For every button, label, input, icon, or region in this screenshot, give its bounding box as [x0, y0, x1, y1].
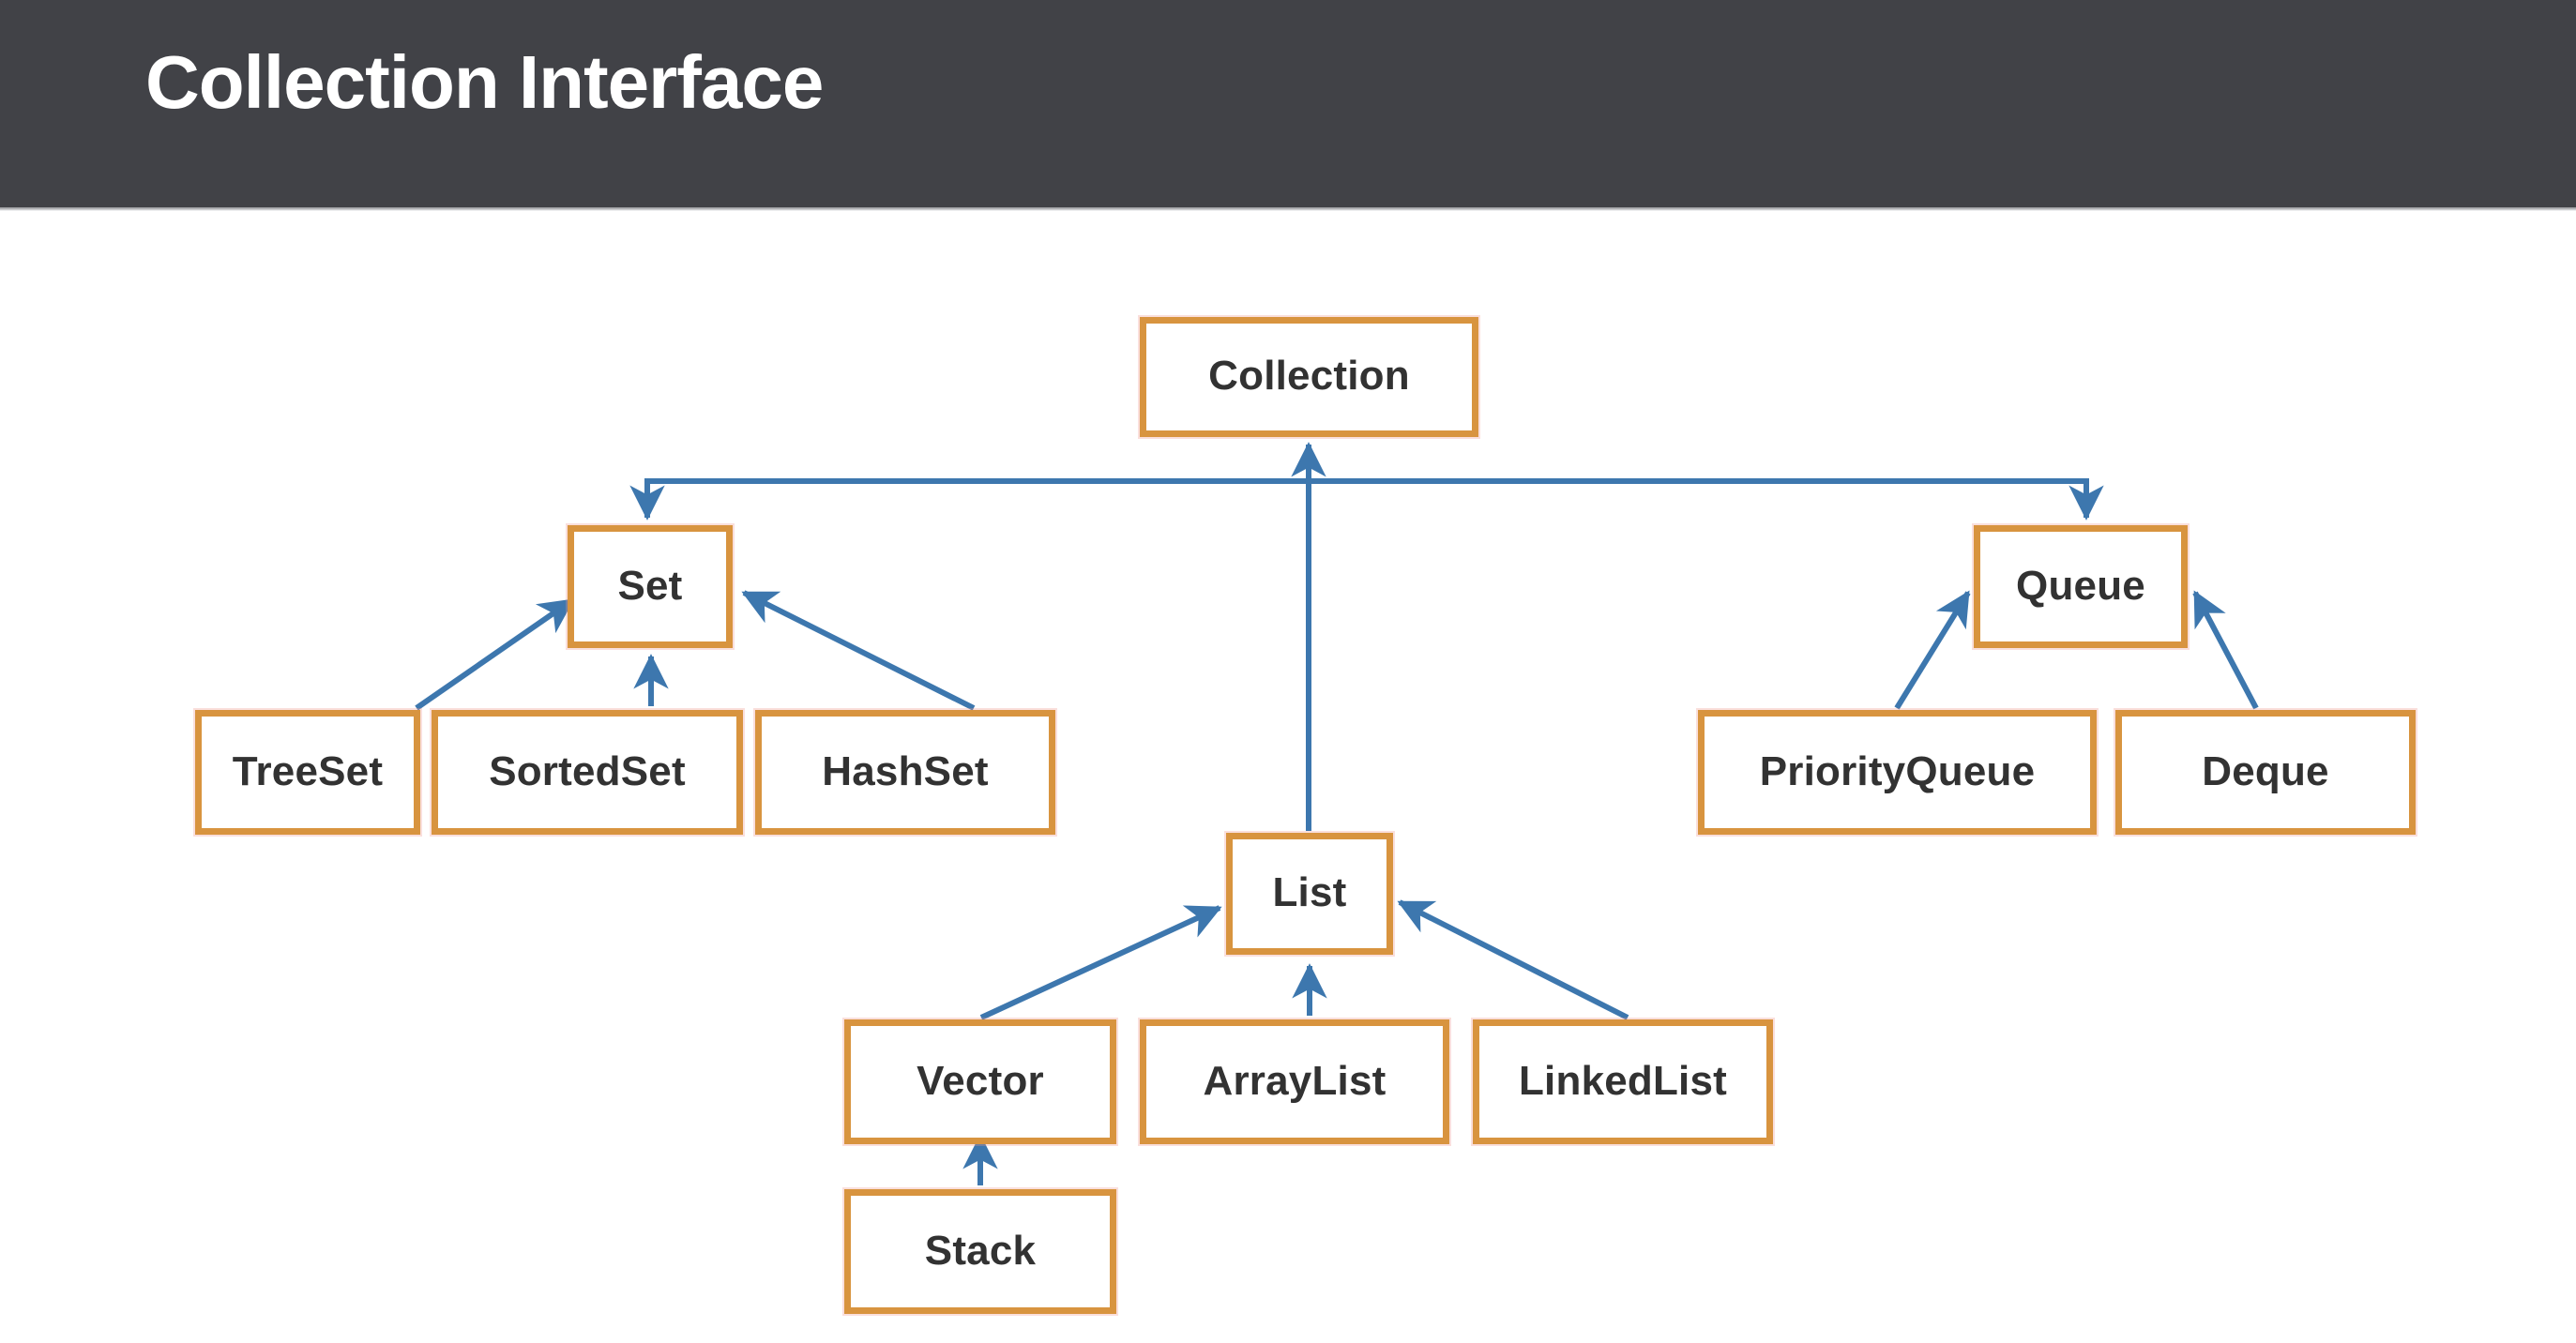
node-hashset[interactable]: HashSet — [755, 710, 1055, 835]
node-collection[interactable]: Collection — [1140, 317, 1478, 437]
edge-linkedlist-to-list — [1397, 899, 1629, 1020]
node-sortedset-label: SortedSet — [489, 747, 686, 794]
edge-collection-to-set — [629, 478, 1309, 521]
node-arraylist[interactable]: ArrayList — [1140, 1019, 1449, 1144]
page-header: Collection Interface — [0, 0, 2576, 207]
node-stack[interactable]: Stack — [844, 1189, 1116, 1314]
edge-treeset-to-set — [415, 597, 575, 711]
edge-collection-to-queue — [1309, 478, 2104, 521]
node-list-label: List — [1272, 869, 1347, 915]
node-linkedlist[interactable]: LinkedList — [1473, 1019, 1773, 1144]
node-linkedlist-label: LinkedList — [1518, 1057, 1728, 1104]
node-deque-label: Deque — [2202, 747, 2329, 794]
edge-hashset-to-set — [741, 590, 976, 711]
node-set-label: Set — [617, 562, 683, 609]
node-treeset[interactable]: TreeSet — [195, 710, 420, 835]
node-collection-label: Collection — [1208, 353, 1410, 399]
node-arraylist-label: ArrayList — [1203, 1057, 1386, 1104]
header-divider — [0, 207, 2576, 211]
edge-deque-to-queue — [2192, 590, 2259, 710]
node-vector[interactable]: Vector — [844, 1019, 1116, 1144]
node-vector-label: Vector — [917, 1057, 1044, 1104]
node-set[interactable]: Set — [568, 525, 733, 648]
node-stack-label: Stack — [924, 1227, 1037, 1274]
node-priorityqueue[interactable]: PriorityQueue — [1698, 710, 2097, 835]
node-treeset-label: TreeSet — [232, 747, 384, 794]
edge-vector-to-list — [979, 905, 1222, 1020]
node-hashset-label: HashSet — [822, 747, 989, 794]
node-list[interactable]: List — [1226, 833, 1393, 955]
node-queue[interactable]: Queue — [1974, 525, 2188, 648]
page-title: Collection Interface — [145, 40, 824, 124]
node-deque[interactable]: Deque — [2115, 710, 2416, 835]
node-queue-label: Queue — [2016, 562, 2145, 609]
edge-priorityqueue-to-queue — [1894, 590, 1971, 710]
node-priorityqueue-label: PriorityQueue — [1759, 747, 2036, 794]
node-sortedset[interactable]: SortedSet — [432, 710, 743, 835]
